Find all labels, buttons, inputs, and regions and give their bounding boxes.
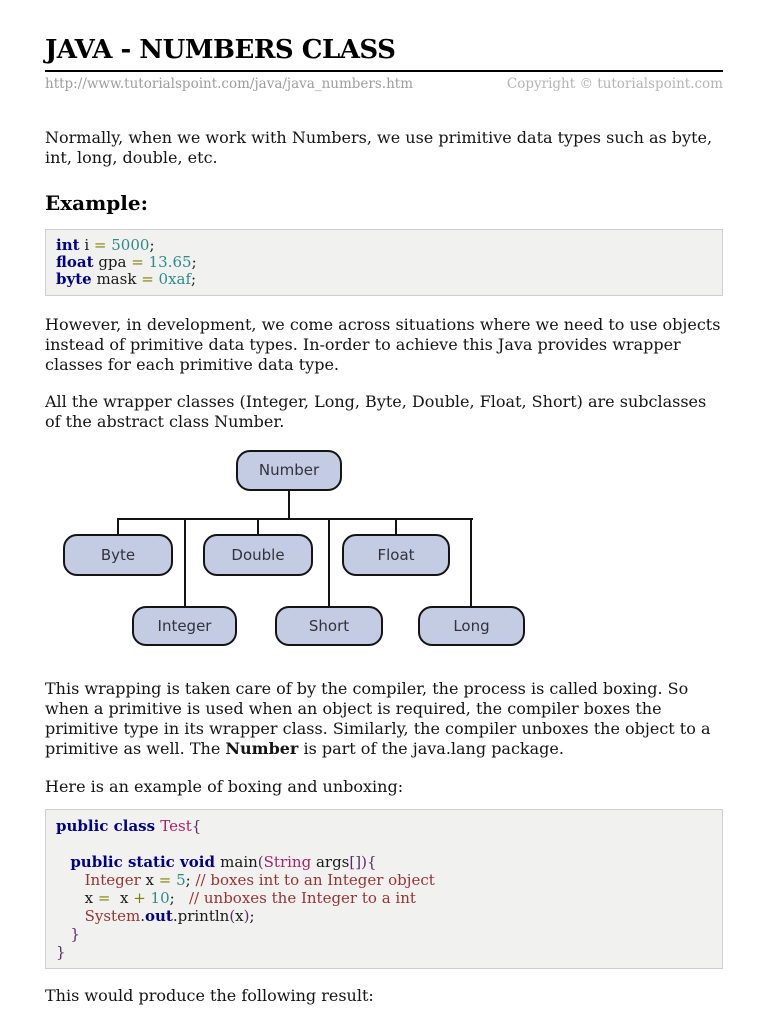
connector-short bbox=[328, 519, 330, 607]
intro-paragraph: Normally, when we work with Numbers, we … bbox=[45, 127, 713, 167]
boxing-example-lead: Here is an example of boxing and unboxin… bbox=[45, 776, 404, 796]
connector-long bbox=[470, 519, 472, 607]
copyright-text: Copyright © tutorialspoint.com bbox=[506, 75, 723, 92]
connector-horizontal-bar bbox=[117, 517, 473, 520]
connector-byte bbox=[117, 519, 119, 535]
connector-double bbox=[257, 519, 259, 535]
title-divider bbox=[45, 69, 723, 72]
boxing-paragraph: This wrapping is taken care of by the co… bbox=[45, 679, 723, 759]
code-line: Integer x = 5; // boxes int to an Intege… bbox=[84, 870, 435, 889]
result-lead: This would produce the following result: bbox=[45, 985, 374, 1005]
code-block-boxing-example: public class Test{ public static void ma… bbox=[45, 808, 723, 969]
code-line: x = x + 10; // unboxes the Integer to a … bbox=[56, 888, 416, 907]
diagram-node-number: Number bbox=[236, 449, 342, 491]
code-block-primitives: int i = 5000;float gpa = 13.65;byte mask… bbox=[45, 228, 723, 296]
diagram-node-byte: Byte bbox=[63, 533, 173, 576]
class-hierarchy-diagram: Number Byte Double Float Integer Short L… bbox=[60, 444, 570, 649]
diagram-node-long: Long bbox=[418, 605, 525, 646]
page-title: JAVA - NUMBERS CLASS bbox=[45, 35, 396, 65]
wrapper-paragraph: However, in development, we come across … bbox=[45, 314, 721, 374]
code-line: public static void main(String args[]){ bbox=[70, 852, 377, 871]
header-meta: http://www.tutorialspoint.com/java/java_… bbox=[45, 76, 723, 92]
diagram-node-float: Float bbox=[342, 533, 450, 576]
code-line: byte mask = 0xaf; bbox=[56, 269, 197, 288]
connector-integer bbox=[184, 519, 186, 607]
code-line: float gpa = 13.65; bbox=[56, 252, 197, 271]
code-line: } bbox=[70, 924, 80, 943]
boxing-text-pre: This wrapping is taken care of by the co… bbox=[45, 678, 711, 758]
example-heading: Example: bbox=[45, 190, 148, 215]
subclasses-paragraph: All the wrapper classes (Integer, Long, … bbox=[45, 391, 707, 431]
diagram-node-integer: Integer bbox=[132, 605, 237, 646]
code-line: } bbox=[56, 942, 66, 961]
code-line: int i = 5000; bbox=[56, 235, 155, 254]
code-line: public class Test{ bbox=[56, 816, 202, 835]
diagram-node-short: Short bbox=[275, 605, 383, 646]
boxing-text-post: is part of the java.lang package. bbox=[298, 738, 564, 758]
connector-root bbox=[288, 490, 290, 520]
connector-float bbox=[395, 519, 397, 535]
source-url[interactable]: http://www.tutorialspoint.com/java/java_… bbox=[45, 75, 413, 92]
code-line bbox=[56, 835, 712, 853]
diagram-node-double: Double bbox=[203, 533, 313, 576]
boxing-text-bold: Number bbox=[225, 738, 299, 758]
code-line: System.out.println(x); bbox=[84, 906, 255, 925]
